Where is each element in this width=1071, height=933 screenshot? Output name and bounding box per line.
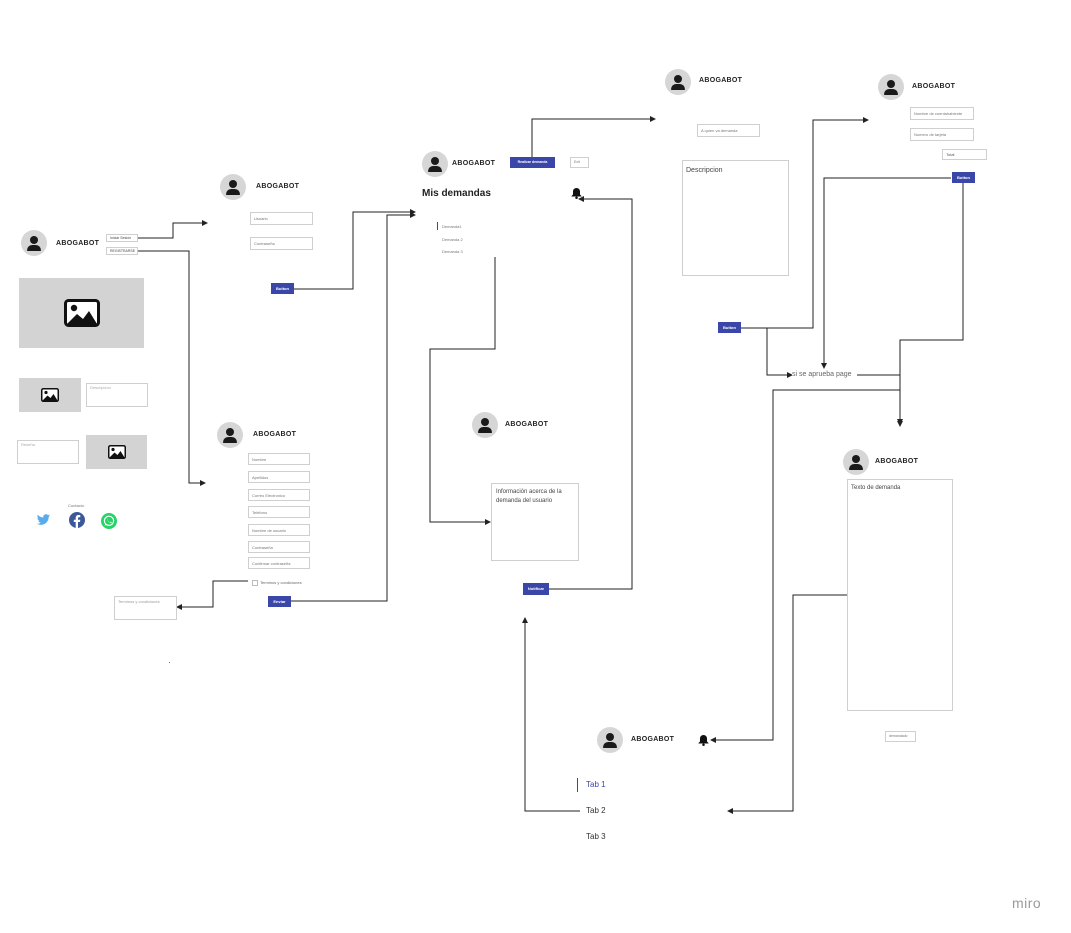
connector bbox=[821, 177, 951, 369]
brand-label: ABOGABOT bbox=[253, 431, 297, 438]
connector bbox=[138, 250, 206, 486]
connector bbox=[710, 389, 900, 743]
login-button[interactable]: Iniciar Sesión bbox=[106, 234, 138, 242]
login-submit-button[interactable]: Button bbox=[271, 283, 294, 294]
connector bbox=[897, 182, 964, 427]
feature-image bbox=[19, 378, 81, 412]
connector bbox=[176, 580, 248, 610]
condition-label: si se aprueba page bbox=[792, 371, 852, 378]
connector bbox=[766, 328, 793, 378]
brand-label: ABOGABOT bbox=[505, 421, 549, 428]
username-input[interactable]: Usuario bbox=[250, 212, 313, 225]
brand-label: ABOGABOT bbox=[699, 77, 743, 84]
user-avatar-icon bbox=[665, 69, 691, 95]
demand-item[interactable]: Demanda 2 bbox=[442, 237, 463, 242]
connector bbox=[740, 117, 869, 329]
exit-button[interactable]: Exit bbox=[570, 157, 589, 168]
image-icon bbox=[107, 445, 126, 459]
bell-icon[interactable] bbox=[571, 187, 582, 199]
user-avatar-icon bbox=[21, 230, 47, 256]
user-avatar-icon bbox=[843, 449, 869, 475]
terms-checkbox[interactable] bbox=[252, 580, 258, 586]
brand-label: ABOGABOT bbox=[875, 458, 919, 465]
image-icon bbox=[41, 388, 59, 402]
user-avatar-icon bbox=[597, 727, 623, 753]
bell-icon[interactable] bbox=[698, 734, 709, 746]
active-tab-indicator bbox=[577, 778, 578, 792]
confirm-password-input[interactable]: Confirmar contraseña bbox=[248, 557, 310, 569]
connector bbox=[727, 594, 847, 814]
connector bbox=[549, 196, 633, 590]
brand-label: ABOGABOT bbox=[56, 240, 100, 247]
connector bbox=[291, 212, 416, 602]
defendant-input[interactable]: A quien va demanda bbox=[697, 124, 760, 137]
image-icon bbox=[63, 299, 100, 327]
terms-label: Terminos y condiciones bbox=[260, 580, 302, 585]
connector bbox=[294, 209, 416, 290]
twitter-icon[interactable] bbox=[36, 514, 51, 526]
whatsapp-icon[interactable] bbox=[101, 513, 117, 529]
miro-watermark: miro bbox=[1012, 895, 1042, 911]
notify-button[interactable]: Notificar bbox=[523, 583, 549, 595]
user-avatar-icon bbox=[878, 74, 904, 100]
card-number-input[interactable]: Numero de tarjeta bbox=[910, 128, 974, 141]
register-submit-button[interactable]: Enviar bbox=[268, 596, 291, 607]
connector bbox=[531, 116, 656, 161]
brand-label: ABOGABOT bbox=[256, 183, 300, 190]
last-name-input[interactable]: Apellidos bbox=[248, 471, 310, 483]
review-box: Reseña bbox=[17, 440, 79, 464]
brand-label: ABOGABOT bbox=[631, 736, 675, 743]
connector bbox=[138, 220, 208, 239]
password-input[interactable]: Contraseña bbox=[250, 237, 313, 250]
connector bbox=[522, 617, 580, 812]
tab-2[interactable]: Tab 2 bbox=[586, 806, 606, 815]
user-avatar-icon bbox=[220, 174, 246, 200]
review-image bbox=[86, 435, 147, 469]
username-input[interactable]: Nombre de usuario bbox=[248, 524, 310, 536]
demand-text-area[interactable]: Texto de demanda bbox=[847, 479, 953, 711]
stray-dot bbox=[169, 662, 170, 663]
payment-submit-button[interactable]: Button bbox=[952, 172, 975, 183]
demand-item[interactable]: Demanda1 bbox=[442, 224, 462, 229]
cardholder-input[interactable]: Nombre de cuentahabiente bbox=[910, 107, 974, 120]
tab-3[interactable]: Tab 3 bbox=[586, 832, 606, 841]
phone-input[interactable]: Teléfono bbox=[248, 506, 310, 518]
selected-tab-indicator bbox=[437, 222, 438, 230]
demand-submit-button[interactable]: Button bbox=[718, 322, 741, 333]
description-textarea[interactable]: Descripcion bbox=[682, 160, 789, 276]
user-avatar-icon bbox=[472, 412, 498, 438]
password-input[interactable]: Contraseña bbox=[248, 541, 310, 553]
total-field: Total bbox=[942, 149, 987, 160]
demand-info-box: Información acerca de la demanda del usu… bbox=[491, 483, 579, 561]
description-box: Descripción bbox=[86, 383, 148, 407]
demand-item[interactable]: Demanda 3 bbox=[442, 249, 463, 254]
user-avatar-icon bbox=[217, 422, 243, 448]
email-input[interactable]: Correo Electronico bbox=[248, 489, 310, 501]
brand-label: ABOGABOT bbox=[452, 160, 496, 167]
connector bbox=[857, 374, 903, 425]
demand-action-button[interactable]: demandado bbox=[885, 731, 916, 742]
hero-image bbox=[19, 278, 144, 348]
user-avatar-icon bbox=[422, 151, 448, 177]
tab-1[interactable]: Tab 1 bbox=[586, 780, 606, 789]
first-name-input[interactable]: Nombre bbox=[248, 453, 310, 465]
create-demand-button[interactable]: Realizar demanda bbox=[510, 157, 555, 168]
register-button[interactable]: REGISTRARSE bbox=[106, 247, 138, 255]
brand-label: ABOGABOT bbox=[912, 83, 956, 90]
facebook-icon[interactable] bbox=[69, 512, 85, 528]
terms-panel: Terminos y condiciones bbox=[114, 596, 177, 620]
page-title: Mis demandas bbox=[422, 188, 491, 199]
contact-label: Contacto bbox=[68, 503, 85, 508]
connector bbox=[429, 257, 496, 525]
